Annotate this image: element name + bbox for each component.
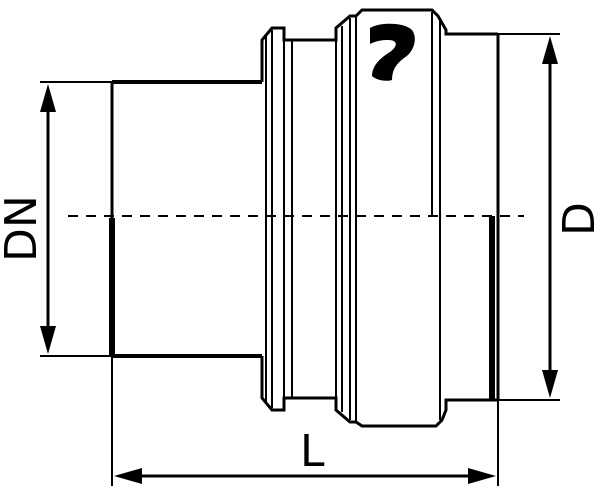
l-dimension (111, 356, 499, 486)
dn-arrow-up-icon (40, 84, 56, 112)
seal-lip-icon (370, 23, 415, 81)
spigot-end (109, 80, 262, 358)
dn-label: DN (0, 195, 47, 262)
dn-arrow-down-icon (40, 326, 56, 354)
d-arrow-up-icon (542, 36, 558, 64)
d-dimension (498, 33, 560, 401)
d-label: D (554, 202, 600, 236)
l-arrow-right-icon (468, 468, 496, 484)
l-arrow-left-icon (114, 468, 142, 484)
l-label: L (300, 426, 325, 477)
socket-body (354, 8, 500, 428)
dn-dimension (40, 81, 112, 357)
coupling-rings (260, 14, 356, 424)
d-arrow-down-icon (542, 370, 558, 398)
